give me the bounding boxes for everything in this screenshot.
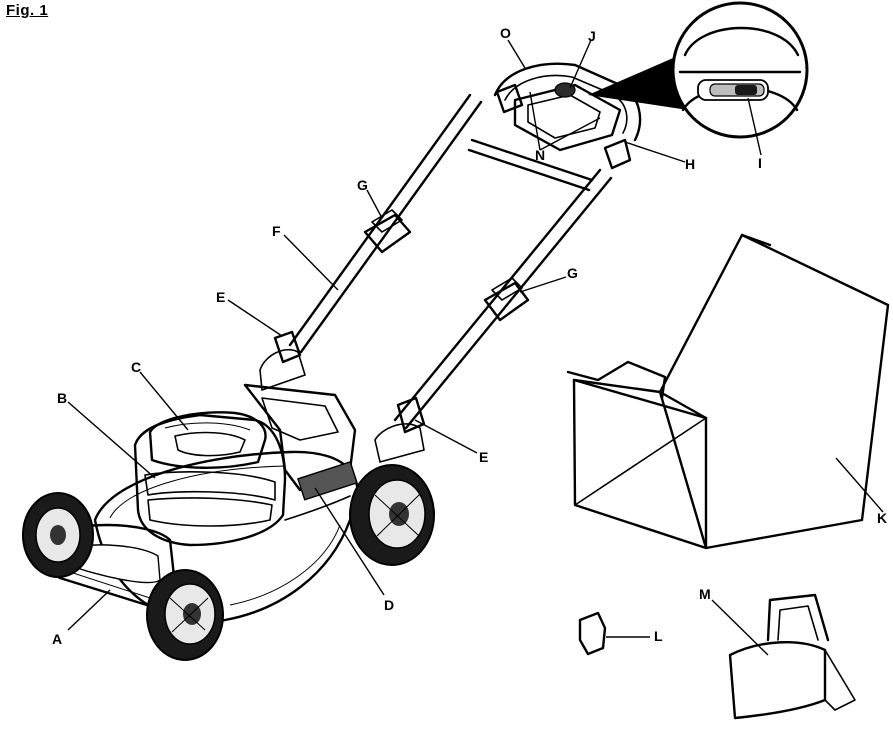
leader-G-upper (366, 189, 383, 219)
front-right-wheel (146, 569, 224, 661)
handle-left-tube (288, 93, 483, 354)
leader-B (67, 401, 156, 479)
safety-key (578, 611, 607, 656)
front-left-wheel (22, 492, 94, 578)
switch-detail-inset (588, 1, 809, 139)
leader-J (569, 39, 592, 89)
grass-bag (566, 233, 890, 550)
rear-right-wheel (349, 464, 435, 566)
callout-D: D (384, 597, 395, 613)
callout-K: K (877, 510, 888, 526)
callout-F: F (272, 223, 281, 239)
figure-title: Fig. 1 (6, 2, 49, 19)
callout-N: N (535, 147, 546, 163)
callout-E-upper: E (216, 289, 226, 305)
motor-housing (133, 413, 287, 547)
mulch-plug (728, 593, 856, 720)
callout-A: A (52, 631, 63, 647)
upper-handle-control (493, 62, 642, 170)
leader-G-lower (519, 276, 567, 293)
leader-C (139, 371, 189, 431)
callout-C: C (131, 359, 142, 375)
handle-knob-upper (363, 209, 412, 254)
leader-I (747, 97, 762, 156)
leader-H (624, 141, 686, 163)
callout-G-lower: G (567, 265, 578, 281)
leader-M (711, 599, 769, 656)
callout-L: L (654, 628, 663, 644)
leader-N (529, 91, 601, 151)
height-adjust-lever-right (374, 396, 426, 463)
leader-F (283, 234, 339, 291)
height-adjust-lever-left (259, 330, 306, 391)
battery-cover (148, 411, 267, 469)
callout-B: B (57, 390, 68, 406)
callout-I: I (758, 155, 762, 171)
callout-M: M (699, 586, 711, 602)
leader-lines (67, 39, 884, 656)
leader-E-upper (227, 299, 283, 337)
leader-K (835, 457, 884, 513)
handle-knob-lower (483, 277, 530, 322)
callout-E-lower: E (479, 449, 489, 465)
rear-frame (243, 383, 358, 521)
handle-crossbar (467, 138, 594, 192)
leader-O (507, 39, 526, 69)
leader-A (67, 589, 111, 631)
leader-D (314, 487, 385, 596)
callout-H: H (685, 156, 696, 172)
callout-G-upper: G (357, 177, 368, 193)
leader-E-lower (414, 419, 478, 454)
callout-O: O (500, 25, 511, 41)
callout-J: J (588, 28, 596, 44)
